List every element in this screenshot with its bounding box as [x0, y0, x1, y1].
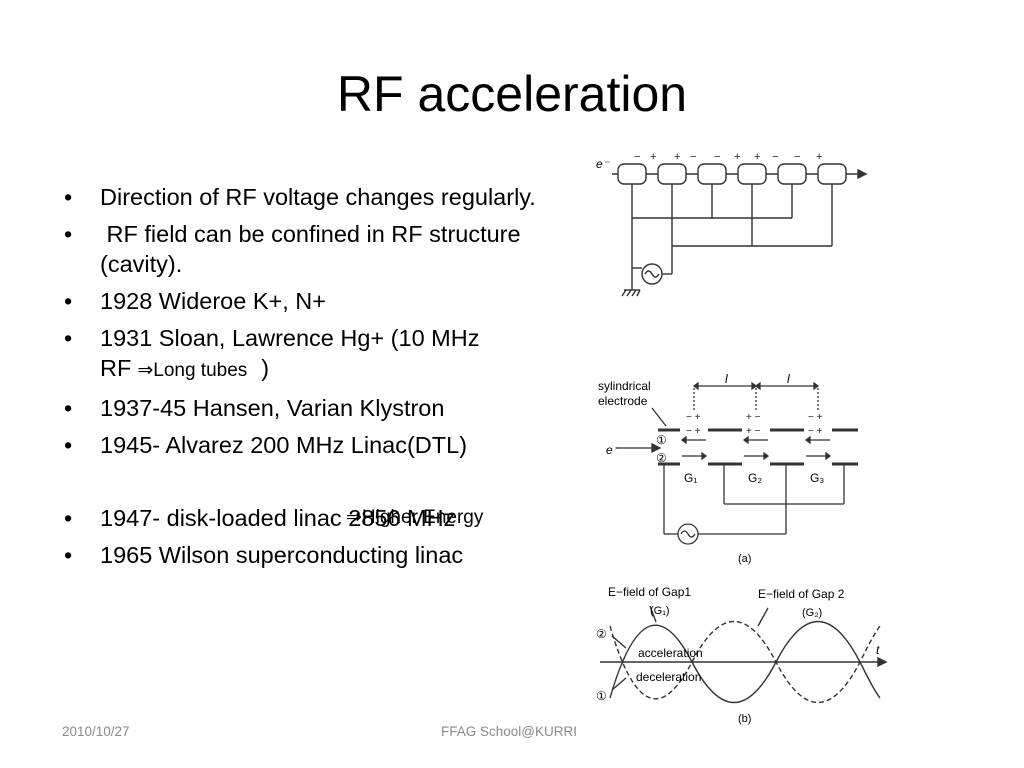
figure-caption: (b) — [738, 713, 751, 725]
bullet-dot-icon: • — [64, 542, 73, 568]
gap-spacing-label: l — [787, 372, 790, 386]
electrode-label: sylindrical — [598, 379, 651, 393]
polarity-sign: + — [816, 151, 822, 163]
bullet-text: 1965 Wilson superconducting linac — [100, 542, 464, 568]
slide-title: RF acceleration — [336, 66, 688, 122]
bullet-dot-icon: • — [64, 184, 73, 210]
drift-tube — [777, 163, 807, 185]
polarity-sign: − — [794, 151, 800, 163]
bullet-item: • RF field can be confined in RF structu… — [64, 219, 544, 279]
footer-date: 2010/10/27 — [62, 724, 130, 739]
bullet-item: • Direction of RF voltage changes regular… — [64, 182, 544, 212]
efield-gap-diagram: E−field of Gap1 (G₁) E−field of Gap 2 (G… — [596, 585, 888, 725]
svg-text:+ −: + − — [746, 412, 761, 423]
polarity-sign: + — [754, 151, 760, 163]
svg-text:− +: − + — [686, 426, 701, 437]
bullet-item: • 1928 Wideroe K+, N+ — [64, 286, 544, 316]
gap2-field-curve — [609, 621, 881, 703]
bullet-item: • 1931 Sloan, Lawrence Hg+ (10 MHz RF⇒Lon… — [64, 323, 544, 386]
polarity-sign: − — [772, 151, 778, 163]
footer-event: FFAG School@KURRI — [441, 724, 577, 739]
polarity-sign: − — [690, 151, 696, 163]
marker-1: ① — [596, 689, 607, 703]
marker-2: ② — [656, 451, 667, 465]
bullet-item: • 1965 Wilson superconducting linac — [64, 540, 544, 570]
bullet-dot-icon: • — [64, 288, 73, 314]
drift-tube — [817, 163, 847, 185]
bullet-dot-icon: • — [64, 505, 73, 531]
acceleration-label: acceleration — [638, 646, 703, 660]
bullet-text: 1945- Alvarez 200 MHz Linac(DTL) — [100, 432, 468, 458]
bullet-item: • 1947- disk-loaded linac 2856 MHz — [64, 503, 544, 533]
polarity-sign: + — [650, 151, 656, 163]
polarity-sign: − — [634, 151, 640, 163]
time-axis-label: t — [876, 643, 880, 657]
drift-tube — [697, 163, 727, 185]
bullet-dot-icon: • — [64, 325, 73, 351]
gap-label: G₃ — [810, 471, 824, 485]
bullet-text: 1931 Sloan, Lawrence Hg+ (10 MHz RF — [100, 325, 480, 381]
bullet-text: RF field can be confined in RF structure… — [100, 221, 528, 277]
marker-1: ① — [656, 433, 667, 447]
long-tubes-note: ⇒Long tubes — [137, 360, 248, 381]
alvarez-gap-diagram: sylindrical electrode l l e⁻ ① ② − +− + … — [598, 372, 858, 565]
particle-label: e⁻ — [606, 443, 621, 457]
svg-text:+ −: + − — [746, 426, 761, 437]
drift-tube — [657, 163, 687, 185]
time-axis-arrow-icon — [877, 656, 888, 668]
bullet-text: 1947- disk-loaded linac 2856 MHz — [100, 505, 456, 531]
bullet-dot-icon: • — [64, 395, 73, 421]
figure-caption: (a) — [738, 553, 751, 565]
gap2-label: E−field of Gap 2 — [758, 587, 845, 601]
gap1-sub: (G₁) — [650, 605, 670, 617]
wideroe-linac-diagram: e⁻ − + + − − + + − − + — [596, 151, 868, 297]
bullet-dot-icon: • — [64, 221, 73, 247]
gap-label: G₁ — [684, 471, 697, 485]
polarity-sign: + — [734, 151, 740, 163]
bullet-text: Direction of RF voltage changes regularl… — [100, 184, 536, 210]
bullet-tail: ) — [261, 355, 270, 381]
svg-text:− +: − + — [686, 412, 701, 423]
particle-label: e⁻ — [596, 157, 611, 171]
electrode-label: electrode — [598, 394, 648, 408]
polarity-sign: + — [674, 151, 680, 163]
bullet-item: • 1945- Alvarez 200 MHz Linac(DTL) — [64, 430, 544, 460]
polarity-sign: − — [714, 151, 720, 163]
gap2-sub: (G₂) — [802, 607, 822, 619]
drift-tube — [737, 163, 767, 185]
marker-2: ② — [596, 627, 607, 641]
svg-text:− +: − + — [808, 412, 823, 423]
beam-arrow-icon — [857, 168, 868, 180]
gap-spacing-label: l — [725, 372, 728, 386]
bullet-dot-icon: • — [64, 432, 73, 458]
svg-text:− +: − + — [808, 426, 823, 437]
bullet-list: • Direction of RF voltage changes regular… — [64, 182, 544, 577]
beam-arrow-icon — [651, 442, 662, 454]
gap1-label: E−field of Gap1 — [608, 585, 691, 599]
higher-energy-note: ⇒Higher Energy — [346, 507, 484, 528]
bullet-text: 1928 Wideroe K+, N+ — [100, 288, 326, 314]
bullet-text: 1937-45 Hansen, Varian Klystron — [100, 395, 445, 421]
gap-label: G₂ — [748, 471, 762, 485]
bullet-item: • 1937-45 Hansen, Varian Klystron — [64, 393, 544, 423]
drift-tube — [617, 163, 647, 185]
deceleration-label: deceleration — [636, 670, 701, 684]
